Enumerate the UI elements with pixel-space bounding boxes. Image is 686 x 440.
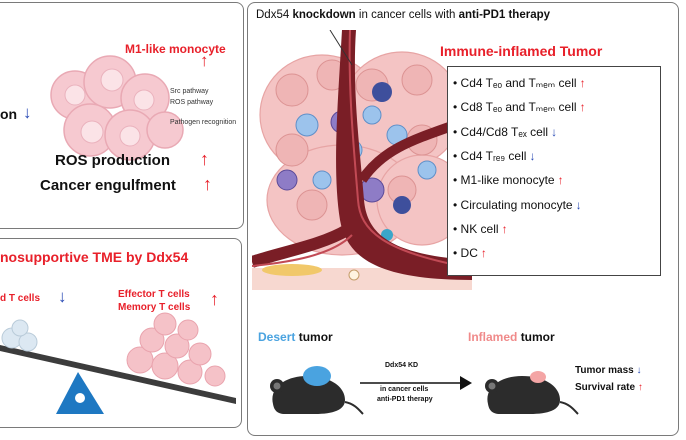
inflamed-tumor-label: Inflamed tumor bbox=[468, 330, 555, 344]
pathway-src: Src pathway bbox=[170, 88, 209, 95]
kd-label-line3: anti-PD1 therapy bbox=[377, 396, 433, 403]
ros-up-arrow: ↑ bbox=[200, 149, 209, 169]
immune-change-item: • Cd4 Tᵣₑ₉ cell↓ bbox=[453, 150, 535, 162]
bullet-dot: • bbox=[453, 246, 461, 261]
bullet-dot: • bbox=[453, 124, 461, 139]
immune-change-item: • Cd4 Tₑₒ and Tₘₑₘ cell↑ bbox=[453, 77, 586, 89]
monocyte-cluster-illustration bbox=[50, 55, 184, 161]
immune-change-text: Cd4 Tₑₒ and Tₘₑₘ cell bbox=[460, 76, 577, 90]
immune-change-text: DC bbox=[460, 246, 478, 261]
tcells-up-arrow: ↑ bbox=[210, 289, 219, 309]
immune-change-text: Circulating monocyte bbox=[460, 197, 573, 212]
immune-change-text: M1-like monocyte bbox=[460, 173, 555, 188]
m1-up-arrow: ↑ bbox=[200, 51, 209, 70]
bullet-dot: • bbox=[453, 221, 461, 236]
immune-change-text: Cd8 Tₑₒ and Tₘₑₘ cell bbox=[460, 100, 577, 115]
bullet-dot: • bbox=[453, 148, 461, 163]
immune-change-item: • NK cell↑ bbox=[453, 223, 508, 235]
left-bottom-panel bbox=[0, 238, 242, 428]
down-arrow-icon: ↓ bbox=[529, 148, 536, 163]
immune-change-text: Cd4 Tᵣₑ₉ cell bbox=[460, 148, 527, 163]
bullet-dot: • bbox=[453, 197, 461, 212]
mouse-inflamed-illustration bbox=[482, 371, 579, 415]
immune-change-text: Cd4/Cd8 Tₑₓ cell bbox=[460, 124, 549, 139]
bullet-dot: • bbox=[453, 76, 461, 90]
pathway-ros: ROS pathway bbox=[170, 99, 214, 106]
ros-production-label: ROS production bbox=[55, 152, 170, 169]
effector-tcells-label: Effector T cells bbox=[118, 289, 190, 300]
up-arrow-icon: ↑ bbox=[579, 76, 586, 90]
immune-inflamed-title: Immune-inflamed Tumor bbox=[440, 43, 603, 59]
immune-change-item: • Cd4/Cd8 Tₑₓ cell↓ bbox=[453, 126, 557, 138]
tumor-mass-label: Tumor mass ↓ bbox=[575, 365, 642, 376]
up-arrow-icon: ↑ bbox=[501, 221, 508, 236]
therapy-arrow bbox=[360, 376, 472, 390]
memory-tcells-label: Memory T cells bbox=[118, 302, 191, 313]
tumor-vessel-illustration bbox=[252, 30, 472, 290]
seesaw-illustration bbox=[0, 312, 236, 414]
kd-label-line2: in cancer cells bbox=[380, 386, 429, 393]
up-arrow-icon: ↑ bbox=[557, 173, 564, 188]
immune-change-text: NK cell bbox=[460, 221, 499, 236]
immune-change-item: • M1-like monocyte↑ bbox=[453, 174, 564, 186]
bullet-dot: • bbox=[453, 173, 461, 188]
right-header: Ddx54 knockdown in cancer cells with ant… bbox=[256, 9, 551, 21]
m1-monocyte-label: M1-like monocyte bbox=[125, 42, 226, 56]
left-tcells-down-arrow: ↓ bbox=[58, 287, 67, 306]
immune-change-item: • Cd8 Tₑₒ and Tₘₑₘ cell↑ bbox=[453, 101, 586, 113]
immune-changes-box bbox=[447, 66, 661, 276]
immune-change-item: • DC↑ bbox=[453, 247, 487, 259]
up-arrow-icon: ↑ bbox=[480, 246, 487, 261]
immune-change-item: • Circulating monocyte↓ bbox=[453, 199, 582, 211]
desert-tumor-label: Desert tumor bbox=[258, 330, 333, 344]
down-arrow-icon: ↓ bbox=[551, 124, 558, 139]
up-arrow-icon: ↑ bbox=[579, 100, 586, 115]
down-arrow-icon: ↓ bbox=[575, 197, 582, 212]
engulf-up-arrow: ↑ bbox=[203, 174, 212, 194]
mouse-desert-illustration bbox=[267, 366, 364, 415]
survival-rate-label: Survival rate ↑ bbox=[575, 382, 643, 393]
cut-down-arrow: ↓ bbox=[23, 103, 32, 122]
bullet-dot: • bbox=[453, 100, 461, 115]
kd-label-line1: Ddx54 KD bbox=[385, 362, 419, 369]
pathway-pathogen: Pathogen recognition bbox=[170, 119, 237, 126]
immunosupportive-title: nosupportive TME by Ddx54 bbox=[0, 249, 189, 265]
left-tcells-label: d T cells bbox=[0, 293, 41, 304]
cancer-engulfment-label: Cancer engulfment bbox=[40, 177, 176, 194]
cut-label-on: on bbox=[0, 106, 18, 122]
